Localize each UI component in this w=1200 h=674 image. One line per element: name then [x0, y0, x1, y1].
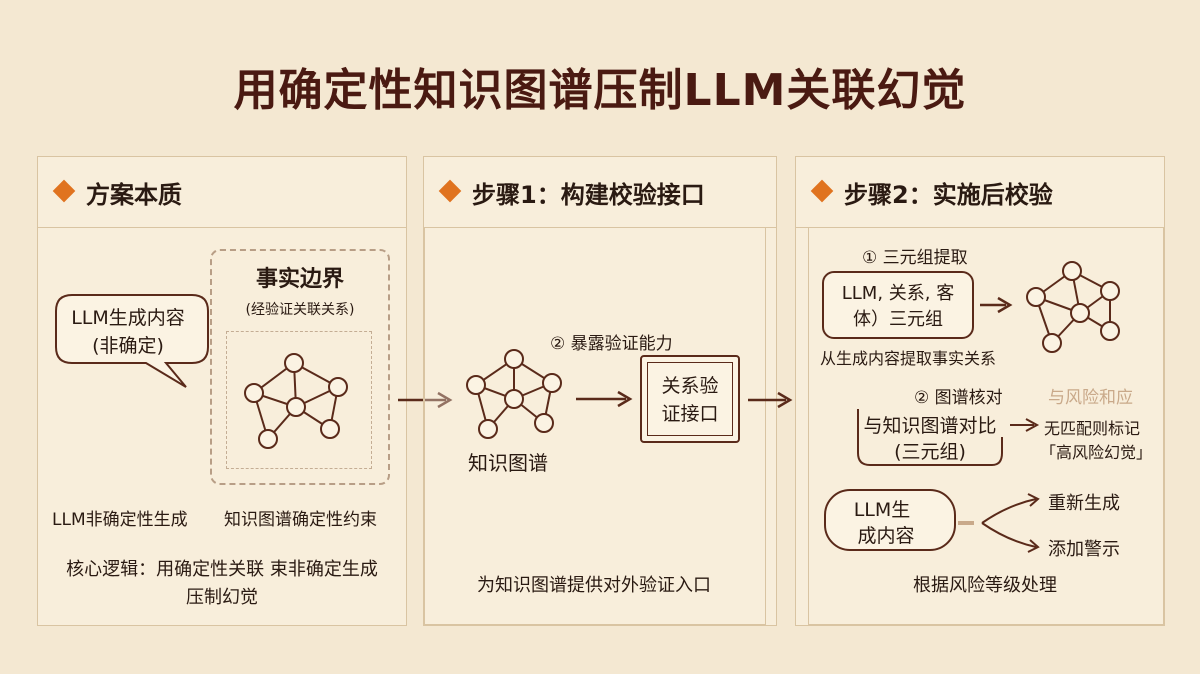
panel-step1: 步骤1：构建校验接口 ② 暴露验证能力 知识图谱 关系验 证接口 为知识图谱提供… [423, 156, 777, 626]
bubble-text-line2: (非确定) [92, 335, 164, 357]
triple-extract-label: ① 三元组提取 [862, 248, 968, 268]
diamond-bullet-icon [438, 179, 462, 203]
page-title: 用确定性知识图谱压制LLM关联幻觉 [233, 65, 967, 116]
panel-header: 步骤2：实施后校验 [796, 157, 1164, 228]
bubble-text-line1: LLM生成内容 [71, 307, 185, 329]
content-text-line1: LLM生 [853, 499, 911, 521]
graph-check-label: ② 图谱核对 [914, 388, 1003, 408]
diamond-bullet-icon [810, 179, 834, 203]
content-text-line2: 成内容 [857, 525, 915, 547]
compare-text-line1: 与知识图谱对比 [863, 415, 997, 437]
panel-heading: 步骤1：构建校验接口 [472, 181, 705, 209]
expose-capability-label: ② 暴露验证能力 [550, 334, 673, 354]
panel-bottom-text: 为知识图谱提供对外验证入口 [477, 575, 711, 596]
branch-arrows-icon [958, 493, 1040, 553]
nomatch-text-line2: 「高风险幻觉」 [1040, 443, 1153, 462]
extract-relation-label: 从生成内容提取事实关系 [820, 349, 997, 368]
core-logic-line2: 压制幻觉 [186, 587, 258, 608]
knowledge-graph-icon [466, 349, 562, 439]
diamond-bullet-icon [52, 179, 76, 203]
panel-heading: 步骤2：实施后校验 [844, 181, 1053, 209]
inner-frame [424, 227, 766, 625]
inner-frame [808, 227, 1164, 625]
label-kg-constraint: 知识图谱确定性约束 [224, 510, 377, 530]
panel-bottom-text: 根据风险等级处理 [913, 575, 1057, 596]
panel-header: 步骤1：构建校验接口 [424, 157, 776, 228]
compare-text-line2: (三元组) [894, 441, 966, 463]
add-warning-label: 添加警示 [1048, 539, 1120, 560]
core-logic-line1: 核心逻辑：用确定性关联 束非确定生成 [66, 559, 378, 580]
nomatch-text-line1: 无匹配则标记 [1044, 419, 1141, 438]
knowledge-graph-label: 知识图谱 [468, 451, 548, 475]
compare-bracket [857, 409, 1003, 466]
arrow-right-icon [576, 390, 633, 408]
verification-interface-box [640, 355, 740, 443]
label-llm-generation: LLM非确定性生成 [52, 510, 188, 530]
fact-boundary-box [210, 249, 390, 485]
knowledge-graph-icon [244, 353, 348, 449]
llm-content-box [824, 489, 956, 551]
interface-text-line1: 关系验 [661, 375, 719, 397]
triple-text-line1: LLM, 关系, 客 [841, 283, 955, 304]
arrow-right-icon [398, 391, 453, 409]
triple-text-line2: 体）三元组 [853, 309, 943, 330]
interface-text-line2: 证接口 [661, 403, 719, 425]
arrow-right-icon [1010, 418, 1040, 432]
panel-essence: 方案本质 LLM生成内容 (非确定) 事实边界 (经验证关联关系) LLM非确定… [37, 156, 407, 626]
panel-heading: 方案本质 [86, 181, 182, 209]
regenerate-label: 重新生成 [1048, 493, 1120, 514]
panel-step2: 步骤2：实施后校验 ① 三元组提取 LLM, 关系, 客 体）三元组 从生成内容… [795, 156, 1165, 626]
arrow-right-icon [748, 391, 793, 409]
arrow-right-icon [980, 296, 1013, 314]
inner-dashed-box [226, 331, 372, 469]
boundary-title: 事实边界 [255, 267, 344, 292]
knowledge-graph-icon [1026, 261, 1120, 353]
triple-box [822, 271, 974, 339]
panel-header: 方案本质 [38, 157, 406, 228]
boundary-subtitle: (经验证关联关系) [245, 302, 355, 318]
speech-bubble [55, 294, 209, 388]
faded-watermark-text: 与风险和应 [1048, 388, 1133, 408]
